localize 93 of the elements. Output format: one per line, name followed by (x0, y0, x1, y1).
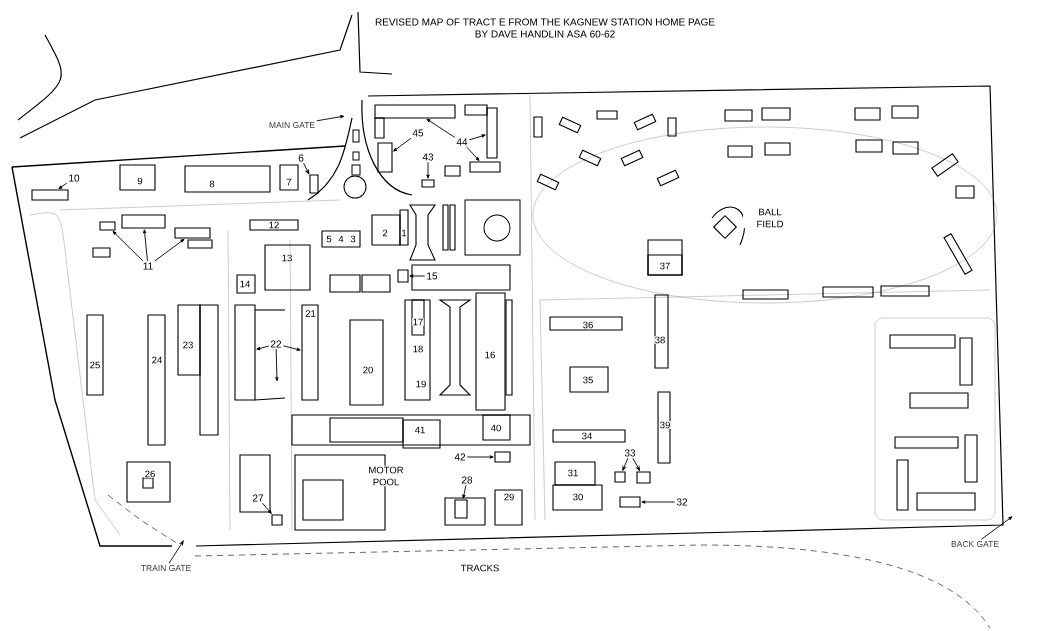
building-number: 37 (660, 262, 670, 270)
building-number: 29 (504, 493, 514, 501)
callout-number: 42 (454, 453, 466, 461)
building-box (174, 227, 211, 239)
area-label: MOTOR POOL (369, 466, 404, 486)
leader-arrow (462, 484, 467, 499)
callout-number: 11 (143, 262, 153, 270)
building-number: 25 (90, 361, 100, 369)
building-box (614, 471, 626, 483)
building-box (121, 214, 166, 229)
building-box (494, 451, 511, 463)
gate-label: MAIN GATE (269, 122, 315, 128)
leader-arrow (632, 457, 640, 471)
gate-label: BACK GATE (951, 541, 999, 547)
building-box (619, 496, 641, 508)
callout-number: 6 (298, 154, 304, 162)
building-number: 24 (152, 356, 162, 364)
leader-arrow (58, 182, 68, 190)
building-number: 3 (350, 235, 356, 243)
building-number: 40 (490, 424, 501, 432)
building-box (271, 514, 283, 526)
building-box (486, 107, 498, 159)
leader-arrow (980, 516, 1013, 540)
leader-arrow (468, 134, 486, 141)
building-number: 12 (269, 221, 279, 229)
callout-number: 44 (456, 138, 468, 146)
callout-number: 28 (461, 476, 473, 484)
leader-arrow (303, 162, 310, 175)
building-number: 36 (583, 321, 593, 329)
leader-arrow (262, 502, 272, 514)
building-box (421, 179, 435, 188)
building-box (397, 269, 409, 283)
building-number: 2 (382, 229, 388, 237)
building-box (234, 304, 256, 401)
leader-arrow (426, 118, 456, 138)
callout-number: 15 (427, 272, 438, 280)
callout-number: 10 (69, 174, 80, 182)
leader-arrow (316, 115, 345, 122)
leader-arrow (409, 274, 426, 278)
building-number: 18 (413, 345, 423, 353)
building-number: 41 (414, 426, 425, 434)
map-title: REVISED MAP OF TRACT E FROM THE KAGNEW STATION HOME PAGE BY DAVE HANDLIN ASA 60-62 (375, 18, 715, 38)
building-number: 5 (326, 235, 332, 243)
leader-arrow (426, 161, 430, 179)
building-box: 21 (301, 304, 319, 401)
leader-arrow (622, 457, 629, 471)
building-number: 4 (338, 235, 344, 243)
area-label: TRACKS (460, 564, 499, 572)
building-number: 20 (363, 366, 373, 374)
building-number: 16 (485, 351, 495, 359)
building-number: 13 (282, 254, 292, 262)
leader-arrow (393, 137, 412, 152)
building-number: 1 (402, 229, 407, 237)
leader-arrow (466, 146, 480, 161)
building-number: 31 (568, 469, 578, 477)
building-number: 17 (413, 318, 423, 326)
building-number: 7 (286, 178, 292, 186)
building-number: 19 (416, 380, 426, 388)
callout-number: 27 (252, 494, 264, 502)
building-box (469, 161, 501, 173)
building-number: 35 (583, 376, 593, 384)
callout-number: 22 (270, 340, 282, 348)
leader-arrow (112, 231, 144, 262)
building-box (377, 142, 393, 173)
area-label: BALL FIELD (757, 208, 784, 228)
building-number: 34 (582, 432, 592, 440)
leader-arrow (282, 345, 301, 351)
leader-arrow (275, 348, 279, 382)
leader-arrow (256, 345, 270, 351)
callout-number: 45 (412, 129, 424, 137)
building-number: 14 (240, 280, 250, 288)
callout-number: 33 (624, 449, 636, 457)
building-box (99, 221, 116, 231)
building-box (454, 499, 468, 519)
building-number: 8 (209, 180, 215, 188)
callout-number: 43 (422, 153, 434, 161)
building-number: 26 (145, 470, 155, 478)
gate-label: TRAIN GATE (141, 565, 191, 571)
leader-arrow (143, 229, 148, 262)
leader-arrow (466, 455, 494, 459)
building-number: 38 (655, 336, 665, 344)
building-box (374, 104, 456, 119)
leader-arrow (154, 238, 185, 262)
building-number: 23 (183, 341, 193, 349)
leader-arrow (168, 540, 184, 564)
leader-arrow (641, 500, 676, 504)
building-number: 30 (573, 493, 583, 501)
building-number: 9 (137, 177, 143, 185)
building-box (636, 471, 651, 484)
callout-number: 32 (676, 498, 688, 506)
building-box (31, 189, 69, 201)
building-number: 39 (660, 421, 670, 429)
building-box (309, 174, 319, 194)
